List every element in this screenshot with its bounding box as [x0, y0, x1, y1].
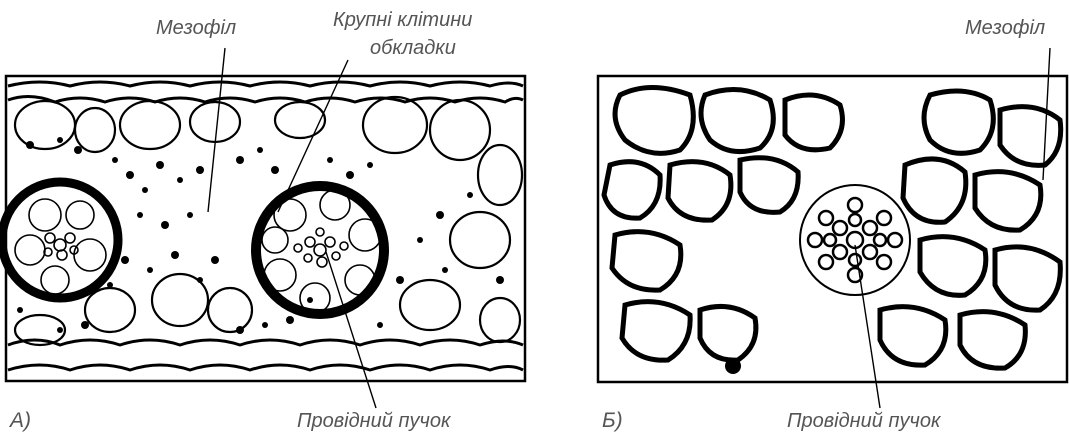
panel-a-drawing: [2, 48, 525, 408]
panel-b-stoma-dot: [725, 358, 741, 374]
panel-a-sheath-label-line2: обкладки: [370, 38, 456, 58]
panel-b-mesophyll-label: Мезофіл: [965, 18, 1045, 38]
panel-a-sheath-label-line1: Крупні клітини: [333, 10, 472, 30]
panel-a-mesophyll-label: Мезофіл: [156, 18, 236, 38]
panel-b-drawing: [598, 48, 1067, 408]
panel-b-letter: Б): [602, 410, 623, 431]
panel-a-bundle-label: Провідний пучок: [297, 411, 450, 431]
panel-b-bundle-label: Провідний пучок: [787, 411, 940, 431]
panel-a-letter: A): [10, 410, 31, 431]
